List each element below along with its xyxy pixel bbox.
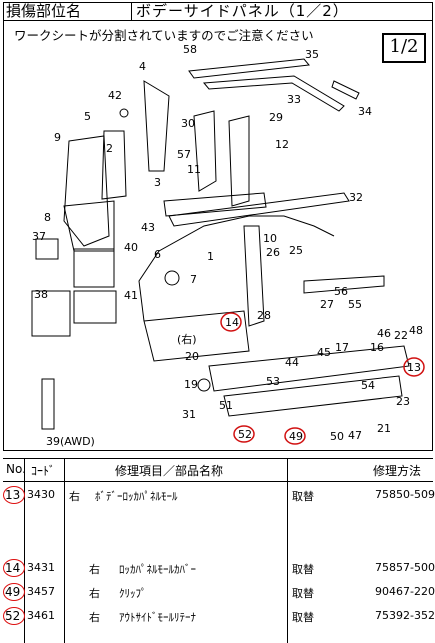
label-23: 23 [396,395,410,408]
label-25: 25 [289,244,303,257]
label-55: 55 [348,298,362,311]
label-45: 45 [317,346,331,359]
highlight-13 [403,357,425,377]
repair-table: No. ｺｰﾄﾞ 修理項目／部品名称 修理方法 13 3430 右 ﾎﾞﾃﾞｰﾛ… [3,458,435,643]
parts-diagram: ワークシートが分割されていますのでご注意ください 1/2 [3,21,433,451]
page-indicator: 1/2 [382,33,426,63]
label-5: 5 [84,110,91,123]
label-35: 35 [305,48,319,61]
label-32: 32 [349,191,363,204]
label-44: 44 [285,356,299,369]
label-26: 26 [266,246,280,259]
label-51: 51 [219,399,233,412]
label-20: 20 [185,350,199,363]
label-40: 40 [124,241,138,254]
label-49: 49 [289,430,303,443]
label-43: 43 [141,221,155,234]
label-19: 19 [184,378,198,391]
label-54: 54 [361,379,375,392]
label-57: 57 [177,148,191,161]
label-34: 34 [358,105,372,118]
label-8: 8 [44,211,51,224]
label-37: 37 [32,230,46,243]
label-30: 30 [181,117,195,130]
label-38: 38 [34,288,48,301]
label-21: 21 [377,422,391,435]
panel-name: ボデーサイドパネル（1／2） [136,2,349,20]
label-29: 29 [269,111,283,124]
label-4: 4 [139,60,146,73]
label-22: 22 [394,329,408,342]
label-56: 56 [334,285,348,298]
label-52: 52 [238,428,252,441]
label-1: 1 [207,250,214,263]
label-11: 11 [187,163,201,176]
worksheet: 損傷部位名 ボデーサイドパネル（1／2） ワークシートが分割されていますのでご注… [3,0,435,643]
col-code: ｺｰﾄﾞ [31,464,56,478]
table-row: 49 3457 右 ｸﾘｯﾌﾟ 取替 90467-220 [3,583,435,601]
table-header: No. ｺｰﾄﾞ 修理項目／部品名称 修理方法 [3,459,433,482]
highlight-52 [233,425,255,443]
label-6: 6 [154,248,161,261]
label-10: 10 [263,232,277,245]
col-item: 修理項目／部品名称 [115,464,224,478]
label-16: 16 [370,341,384,354]
label-48: 48 [409,324,423,337]
label-right-side: (右) [177,332,197,346]
label-46: 46 [377,327,391,340]
label-2: 2 [106,142,113,155]
label-50: 50 [330,430,344,443]
label-13: 13 [407,361,421,374]
label-33: 33 [287,93,301,106]
label-3: 3 [154,176,161,189]
col-method: 修理方法 [373,464,422,478]
label-7: 7 [190,273,197,286]
highlight-14 [220,312,242,332]
label-14: 14 [225,316,239,329]
label-39-awd: 39(AWD) [46,435,95,448]
label-41: 41 [124,289,138,302]
label-31: 31 [182,408,196,421]
label-53: 53 [266,375,280,388]
table-row: 52 3461 右 ｱｳﾄｻｲﾄﾞﾓｰﾙﾘﾃｰﾅ 取替 75392-352 [3,607,435,625]
label-17: 17 [335,341,349,354]
header-bar: 損傷部位名 ボデーサイドパネル（1／2） [3,2,433,21]
split-notice: ワークシートが分割されていますのでご注意ください [14,28,314,43]
col-no: No. [6,462,26,476]
highlight-49 [284,427,306,445]
exploded-view-drawing: 58 35 4 42 33 34 5 30 29 9 57 12 2 3 11 … [31,43,425,448]
label-9: 9 [54,131,61,144]
table-row: 13 3430 右 ﾎﾞﾃﾞｰﾛｯｶﾊﾟﾈﾙﾓｰﾙ 取替 75850-509 [3,486,435,504]
label-47: 47 [348,429,362,442]
label-12: 12 [275,138,289,151]
label-27: 27 [320,298,334,311]
label-42: 42 [108,89,122,102]
label-58: 58 [183,43,197,56]
damage-part-label: 損傷部位名 [4,3,132,20]
table-row: 14 3431 右 ﾛｯｶﾊﾟﾈﾙﾓｰﾙｶﾊﾞｰ 取替 75857-500 [3,559,435,577]
label-28: 28 [257,309,271,322]
